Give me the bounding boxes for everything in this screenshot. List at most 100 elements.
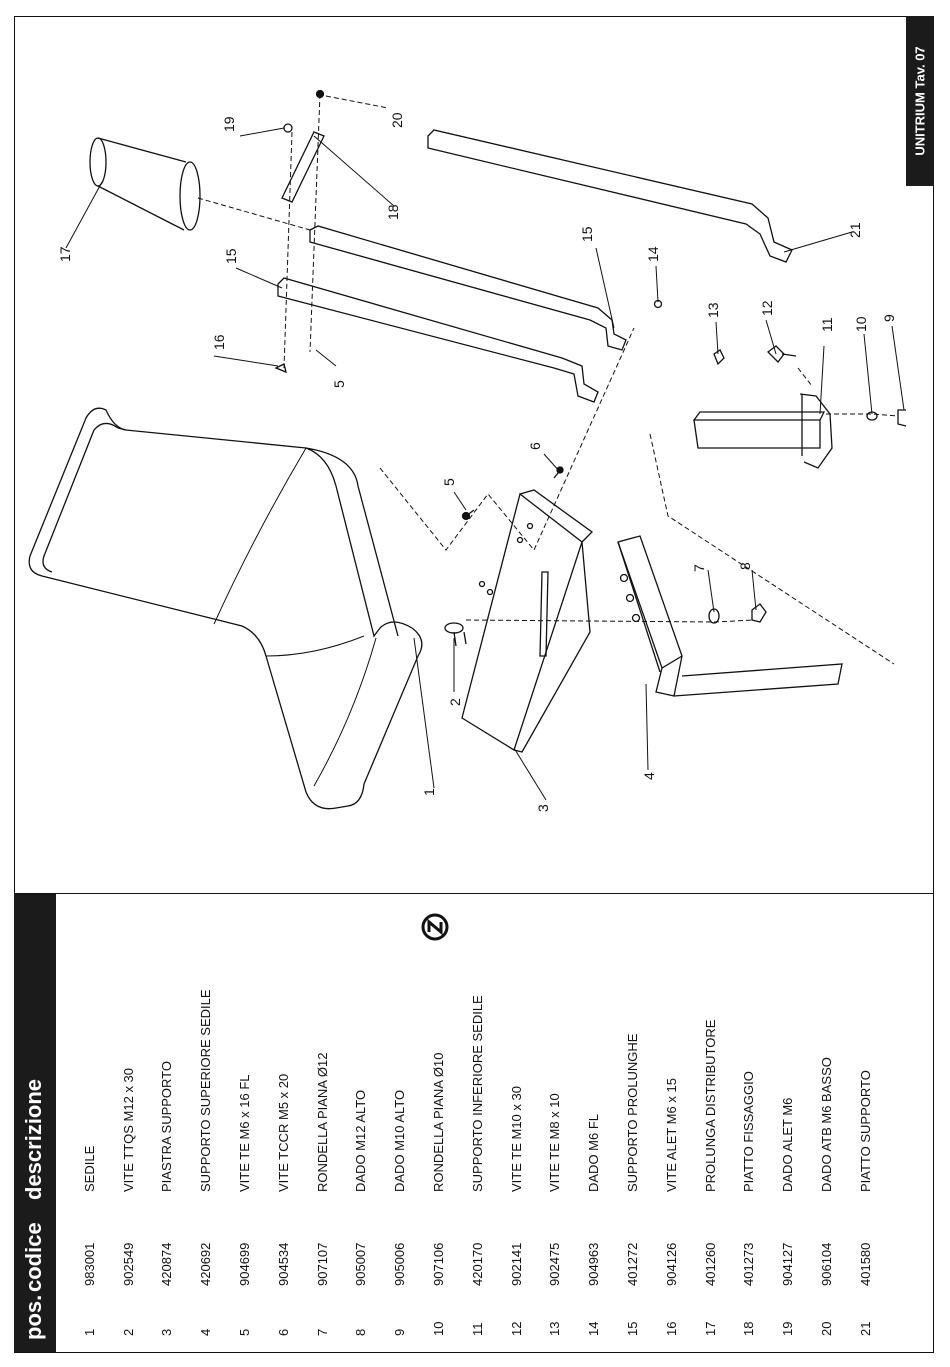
part-description: VITE TE M6 x 16 FL: [237, 1074, 253, 1192]
part-description: DADO M12 ALTO: [353, 1089, 369, 1192]
small-fasteners: [461, 466, 767, 624]
part-pos: 20: [819, 1321, 835, 1336]
leader-lines: [65, 127, 905, 801]
part-pos: 2: [120, 1328, 136, 1336]
part-pos: 15: [625, 1321, 641, 1336]
callout-16: 16: [211, 334, 227, 350]
part-code: 902549: [120, 1242, 136, 1286]
table-row: 11 420170 SUPPORTO INFERIORE SEDILE: [458, 894, 497, 1352]
part-pos: 7: [314, 1328, 330, 1336]
part-code: 902475: [547, 1242, 563, 1286]
lower-support-part: [692, 393, 833, 469]
part-description: SEDILE: [81, 1145, 97, 1192]
part-code: 904127: [780, 1242, 796, 1286]
part-pos: 5: [237, 1328, 253, 1336]
part-description: DADO M6 FL: [586, 1113, 602, 1192]
part-code: 420692: [198, 1242, 214, 1286]
part-code: 904699: [237, 1242, 253, 1286]
table-row: 19 904127 DADO ALET M6: [768, 894, 807, 1352]
callout-12: 12: [759, 300, 775, 316]
part-description: VITE TCCR M5 x 20: [275, 1073, 291, 1192]
callout-20: 20: [389, 112, 405, 128]
callout-13: 13: [705, 302, 721, 318]
part-code: 905007: [353, 1242, 369, 1286]
part-description: PIASTRA SUPPORTO: [159, 1060, 175, 1192]
callout-4: 4: [641, 772, 657, 780]
part-code: 420874: [159, 1242, 175, 1286]
part-pos: 21: [857, 1321, 873, 1336]
callout-21: 21: [847, 222, 863, 238]
table-row: 13 902475 VITE TE M8 x 10: [536, 894, 575, 1352]
part-description: VITE TTQS M12 x 30: [120, 1067, 136, 1192]
part-pos: 13: [547, 1321, 563, 1336]
callout-7: 7: [691, 564, 707, 572]
part-description: PIATTO SUPPORTO: [857, 1070, 873, 1192]
bolt-part: [444, 622, 467, 647]
part-code: 420170: [469, 1242, 485, 1286]
fixing-plate: [281, 131, 325, 203]
part-description: RONDELLA PIANA Ø10: [431, 1052, 447, 1192]
part-description: SUPPORTO SUPERIORE SEDILE: [198, 989, 214, 1192]
callout-3: 3: [535, 804, 551, 812]
callout-numbers: 1 2 3 4 5 6 7 8 9 10 11 12 13 14 15 15 1…: [57, 112, 897, 812]
table-row: 20 906104 DADO ATB M6 BASSO: [807, 894, 846, 1352]
part-code: 904126: [663, 1242, 679, 1286]
callout-15b: 15: [223, 248, 239, 264]
callout-17: 17: [57, 246, 73, 262]
callout-6: 6: [527, 442, 543, 450]
part-description: SUPPORTO PROLUNGHE: [625, 1033, 641, 1192]
callout-1: 1: [421, 788, 437, 796]
table-row: 18 401273 PIATTO FISSAGGIO: [730, 894, 769, 1352]
extension-supports: [277, 225, 627, 403]
part-code: 902141: [508, 1242, 524, 1286]
part-pos: 9: [392, 1328, 408, 1336]
support-plate-21: [427, 129, 793, 263]
callout-11: 11: [819, 317, 835, 332]
part-code: 904534: [275, 1242, 291, 1286]
upper-support-part: [617, 535, 843, 697]
seat-part: [28, 407, 423, 810]
part-description: DADO ALET M6: [780, 1097, 796, 1192]
callout-9: 9: [881, 314, 897, 322]
callout-14: 14: [645, 246, 661, 262]
screws-12-13: [713, 345, 797, 366]
part-code: 983001: [81, 1242, 97, 1286]
part-pos: 19: [780, 1321, 796, 1336]
callout-2: 2: [447, 698, 463, 706]
part-description: DADO M10 ALTO: [392, 1089, 408, 1192]
part-pos: 12: [508, 1321, 524, 1336]
part-description: SUPPORTO INFERIORE SEDILE: [469, 995, 485, 1192]
brand-logo: [421, 913, 449, 941]
part-code: 906104: [819, 1242, 835, 1286]
part-description: VITE TE M8 x 10: [547, 1093, 563, 1192]
nut-19: [283, 123, 293, 133]
part-pos: 14: [586, 1321, 602, 1336]
table-row: 5 904699 VITE TE M6 x 16 FL: [225, 894, 264, 1352]
part-code: 401273: [741, 1242, 757, 1286]
part-pos: 17: [702, 1321, 718, 1336]
header-descrizione: descrizione: [21, 1078, 46, 1200]
header-pos: pos.: [21, 1294, 46, 1340]
screw-16: [274, 363, 287, 374]
part-description: VITE ALET M6 x 15: [663, 1078, 679, 1192]
part-description: PIATTO FISSAGGIO: [741, 1071, 757, 1192]
part-code: 401580: [857, 1242, 873, 1286]
part-pos: 18: [741, 1321, 757, 1336]
tab-label: UNITRIUM Tav. 07: [906, 16, 934, 186]
callout-8: 8: [737, 562, 753, 570]
part-description: DADO ATB M6 BASSO: [819, 1057, 835, 1192]
part-pos: 1: [81, 1328, 97, 1336]
part-pos: 11: [469, 1322, 485, 1337]
callout-5a: 5: [441, 478, 457, 486]
